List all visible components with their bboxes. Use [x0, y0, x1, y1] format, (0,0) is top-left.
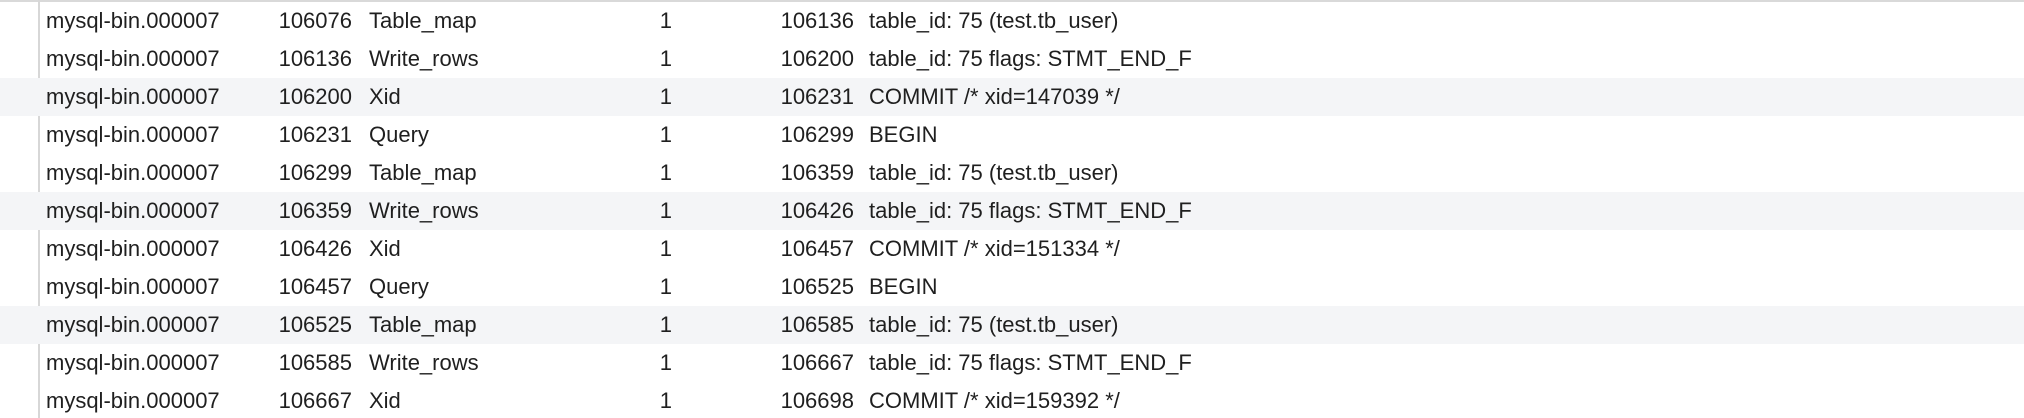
cell-server-id: 1: [659, 236, 672, 261]
cell-event-type: Xid: [369, 236, 401, 261]
cell-info: table_id: 75 (test.tb_user): [869, 312, 1119, 337]
cell-end-log-pos: 106667: [780, 350, 854, 375]
cell-end-log-pos: 106457: [780, 236, 854, 261]
cell-log-name: mysql-bin.000007: [46, 46, 220, 71]
cell-end-log-pos: 106698: [780, 388, 854, 413]
table-row[interactable]: mysql-bin.000007 106231 Query 1 106299 B…: [0, 116, 2024, 154]
cell-log-name: mysql-bin.000007: [46, 122, 220, 147]
cell-pos: 106359: [278, 198, 352, 223]
cell-end-log-pos: 106585: [780, 312, 854, 337]
cell-event-type: Write_rows: [369, 46, 479, 71]
cell-end-log-pos: 106231: [780, 84, 854, 109]
cell-log-name: mysql-bin.000007: [46, 312, 220, 337]
cell-info: BEGIN: [869, 122, 938, 147]
cell-log-name: mysql-bin.000007: [46, 236, 220, 261]
table-row[interactable]: mysql-bin.000007 106457 Query 1 106525 B…: [0, 268, 2024, 306]
cell-event-type: Query: [369, 122, 429, 147]
cell-event-type: Write_rows: [369, 350, 479, 375]
cell-log-name: mysql-bin.000007: [46, 388, 220, 413]
cell-server-id: 1: [659, 84, 672, 109]
cell-end-log-pos: 106525: [780, 274, 854, 299]
cell-event-type: Write_rows: [369, 198, 479, 223]
cell-server-id: 1: [659, 312, 672, 337]
cell-end-log-pos: 106359: [780, 160, 854, 185]
cell-end-log-pos: 106299: [780, 122, 854, 147]
cell-log-name: mysql-bin.000007: [46, 8, 220, 33]
cell-server-id: 1: [659, 8, 672, 33]
table-row[interactable]: mysql-bin.000007 106585 Write_rows 1 106…: [0, 344, 2024, 382]
cell-server-id: 1: [659, 274, 672, 299]
cell-event-type: Table_map: [369, 160, 477, 185]
cell-pos: 106667: [278, 388, 352, 413]
cell-event-type: Table_map: [369, 8, 477, 33]
cell-end-log-pos: 106426: [780, 198, 854, 223]
cell-pos: 106076: [278, 8, 352, 33]
table-row[interactable]: mysql-bin.000007 106200 Xid 1 106231 COM…: [0, 78, 2024, 116]
cell-event-type: Xid: [369, 388, 401, 413]
cell-log-name: mysql-bin.000007: [46, 84, 220, 109]
table-row[interactable]: mysql-bin.000007 106359 Write_rows 1 106…: [0, 192, 2024, 230]
cell-info: table_id: 75 (test.tb_user): [869, 8, 1119, 33]
cell-server-id: 1: [659, 198, 672, 223]
cell-pos: 106585: [278, 350, 352, 375]
cell-server-id: 1: [659, 46, 672, 71]
cell-info: table_id: 75 flags: STMT_END_F: [869, 46, 1192, 71]
cell-server-id: 1: [659, 160, 672, 185]
cell-event-type: Xid: [369, 84, 401, 109]
cell-pos: 106231: [278, 122, 352, 147]
cell-info: COMMIT /* xid=147039 */: [869, 84, 1120, 109]
cell-log-name: mysql-bin.000007: [46, 350, 220, 375]
cell-info: table_id: 75 flags: STMT_END_F: [869, 350, 1192, 375]
cell-log-name: mysql-bin.000007: [46, 160, 220, 185]
cell-pos: 106299: [278, 160, 352, 185]
cell-end-log-pos: 106200: [780, 46, 854, 71]
cell-info: COMMIT /* xid=159392 */: [869, 388, 1120, 413]
cell-pos: 106136: [278, 46, 352, 71]
cell-end-log-pos: 106136: [780, 8, 854, 33]
cell-event-type: Query: [369, 274, 429, 299]
cell-info: COMMIT /* xid=151334 */: [869, 236, 1120, 261]
cell-pos: 106426: [278, 236, 352, 261]
table-row[interactable]: mysql-bin.000007 106426 Xid 1 106457 COM…: [0, 230, 2024, 268]
cell-pos: 106525: [278, 312, 352, 337]
cell-server-id: 1: [659, 122, 672, 147]
cell-log-name: mysql-bin.000007: [46, 198, 220, 223]
cell-pos: 106200: [278, 84, 352, 109]
cell-server-id: 1: [659, 388, 672, 413]
table-row[interactable]: mysql-bin.000007 106299 Table_map 1 1063…: [0, 154, 2024, 192]
cell-info: table_id: 75 (test.tb_user): [869, 160, 1119, 185]
cell-pos: 106457: [278, 274, 352, 299]
table-row[interactable]: mysql-bin.000007 106076 Table_map 1 1061…: [0, 2, 2024, 40]
cell-server-id: 1: [659, 350, 672, 375]
cell-info: BEGIN: [869, 274, 938, 299]
cell-info: table_id: 75 flags: STMT_END_F: [869, 198, 1192, 223]
table-row[interactable]: mysql-bin.000007 106667 Xid 1 106698 COM…: [0, 382, 2024, 418]
cell-event-type: Table_map: [369, 312, 477, 337]
cell-log-name: mysql-bin.000007: [46, 274, 220, 299]
table-row[interactable]: mysql-bin.000007 106525 Table_map 1 1065…: [0, 306, 2024, 344]
table-row[interactable]: mysql-bin.000007 106136 Write_rows 1 106…: [0, 40, 2024, 78]
grid-top-border: [0, 0, 2024, 2]
